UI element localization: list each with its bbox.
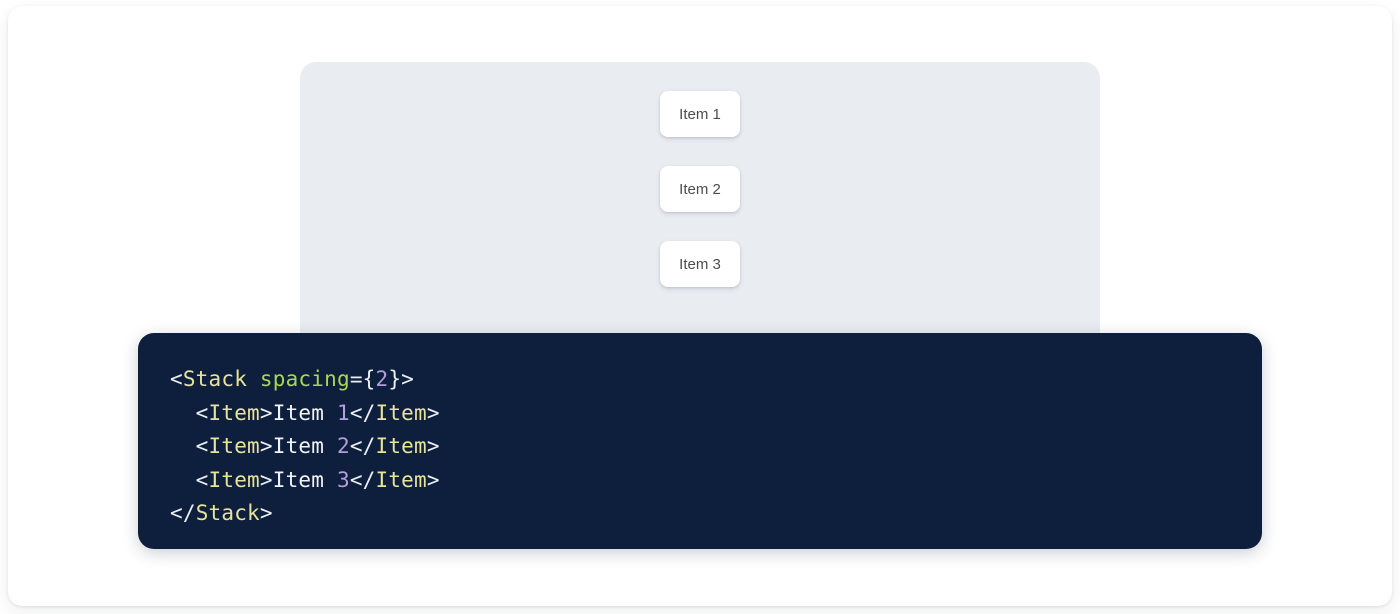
code-token-punct: </ xyxy=(349,467,376,492)
stack-container: Item 1 Item 2 Item 3 xyxy=(300,62,1100,287)
code-token-num: 2 xyxy=(336,434,350,458)
code-line: <Item>Item 3</Item> xyxy=(170,468,440,492)
code-content: <Stack spacing={2}> <Item>Item 1</Item> … xyxy=(170,367,440,525)
code-token-text: Item xyxy=(272,467,337,492)
code-token-tag: Item xyxy=(208,400,260,425)
stack-preview-stage: Item 1 Item 2 Item 3 xyxy=(300,62,1100,352)
code-line: </Stack> xyxy=(170,501,273,525)
code-token-text: Item xyxy=(272,434,337,458)
code-token-punct: < xyxy=(170,367,183,391)
code-token-punct: </ xyxy=(349,400,376,425)
code-token-tag: Item xyxy=(375,400,427,425)
code-token-punct: < xyxy=(170,400,209,425)
code-token-punct: < xyxy=(170,434,209,458)
code-token-punct: > xyxy=(259,400,273,425)
code-token-punct: < xyxy=(170,467,209,492)
page-frame: Item 1 Item 2 Item 3 <Stack spacing={2}>… xyxy=(8,6,1392,606)
code-token-num: 3 xyxy=(336,467,350,492)
code-token-punct: ={ xyxy=(349,367,376,391)
code-token-tag: Stack xyxy=(182,367,248,391)
code-block: <Stack spacing={2}> <Item>Item 1</Item> … xyxy=(138,333,1262,531)
code-token-punct: > xyxy=(426,467,440,492)
code-token-punct: > xyxy=(426,434,440,458)
code-token-tag: Item xyxy=(375,467,427,492)
code-token-punct: > xyxy=(426,400,440,425)
code-token-punct xyxy=(247,367,260,391)
code-token-tag: Item xyxy=(375,434,427,458)
stack-item[interactable]: Item 3 xyxy=(660,241,740,287)
code-token-punct: </ xyxy=(170,501,196,525)
code-token-tag: Item xyxy=(208,434,260,458)
code-line: <Item>Item 2</Item> xyxy=(170,434,440,458)
code-token-punct: > xyxy=(259,434,273,458)
code-token-punct: > xyxy=(259,501,273,525)
code-token-attr: spacing xyxy=(259,367,350,391)
code-token-punct: > xyxy=(259,467,273,492)
code-token-num: 1 xyxy=(336,400,350,425)
code-token-punct: </ xyxy=(349,434,376,458)
code-line: <Stack spacing={2}> xyxy=(170,367,414,391)
code-snippet-panel[interactable]: <Stack spacing={2}> <Item>Item 1</Item> … xyxy=(138,333,1262,549)
stack-item[interactable]: Item 1 xyxy=(660,91,740,137)
code-token-tag: Stack xyxy=(195,501,260,525)
code-token-punct: }> xyxy=(388,367,415,391)
code-token-text: Item xyxy=(272,400,337,425)
code-line: <Item>Item 1</Item> xyxy=(170,401,440,425)
stack-item[interactable]: Item 2 xyxy=(660,166,740,212)
code-token-num: 2 xyxy=(375,367,389,391)
code-token-tag: Item xyxy=(208,467,260,492)
